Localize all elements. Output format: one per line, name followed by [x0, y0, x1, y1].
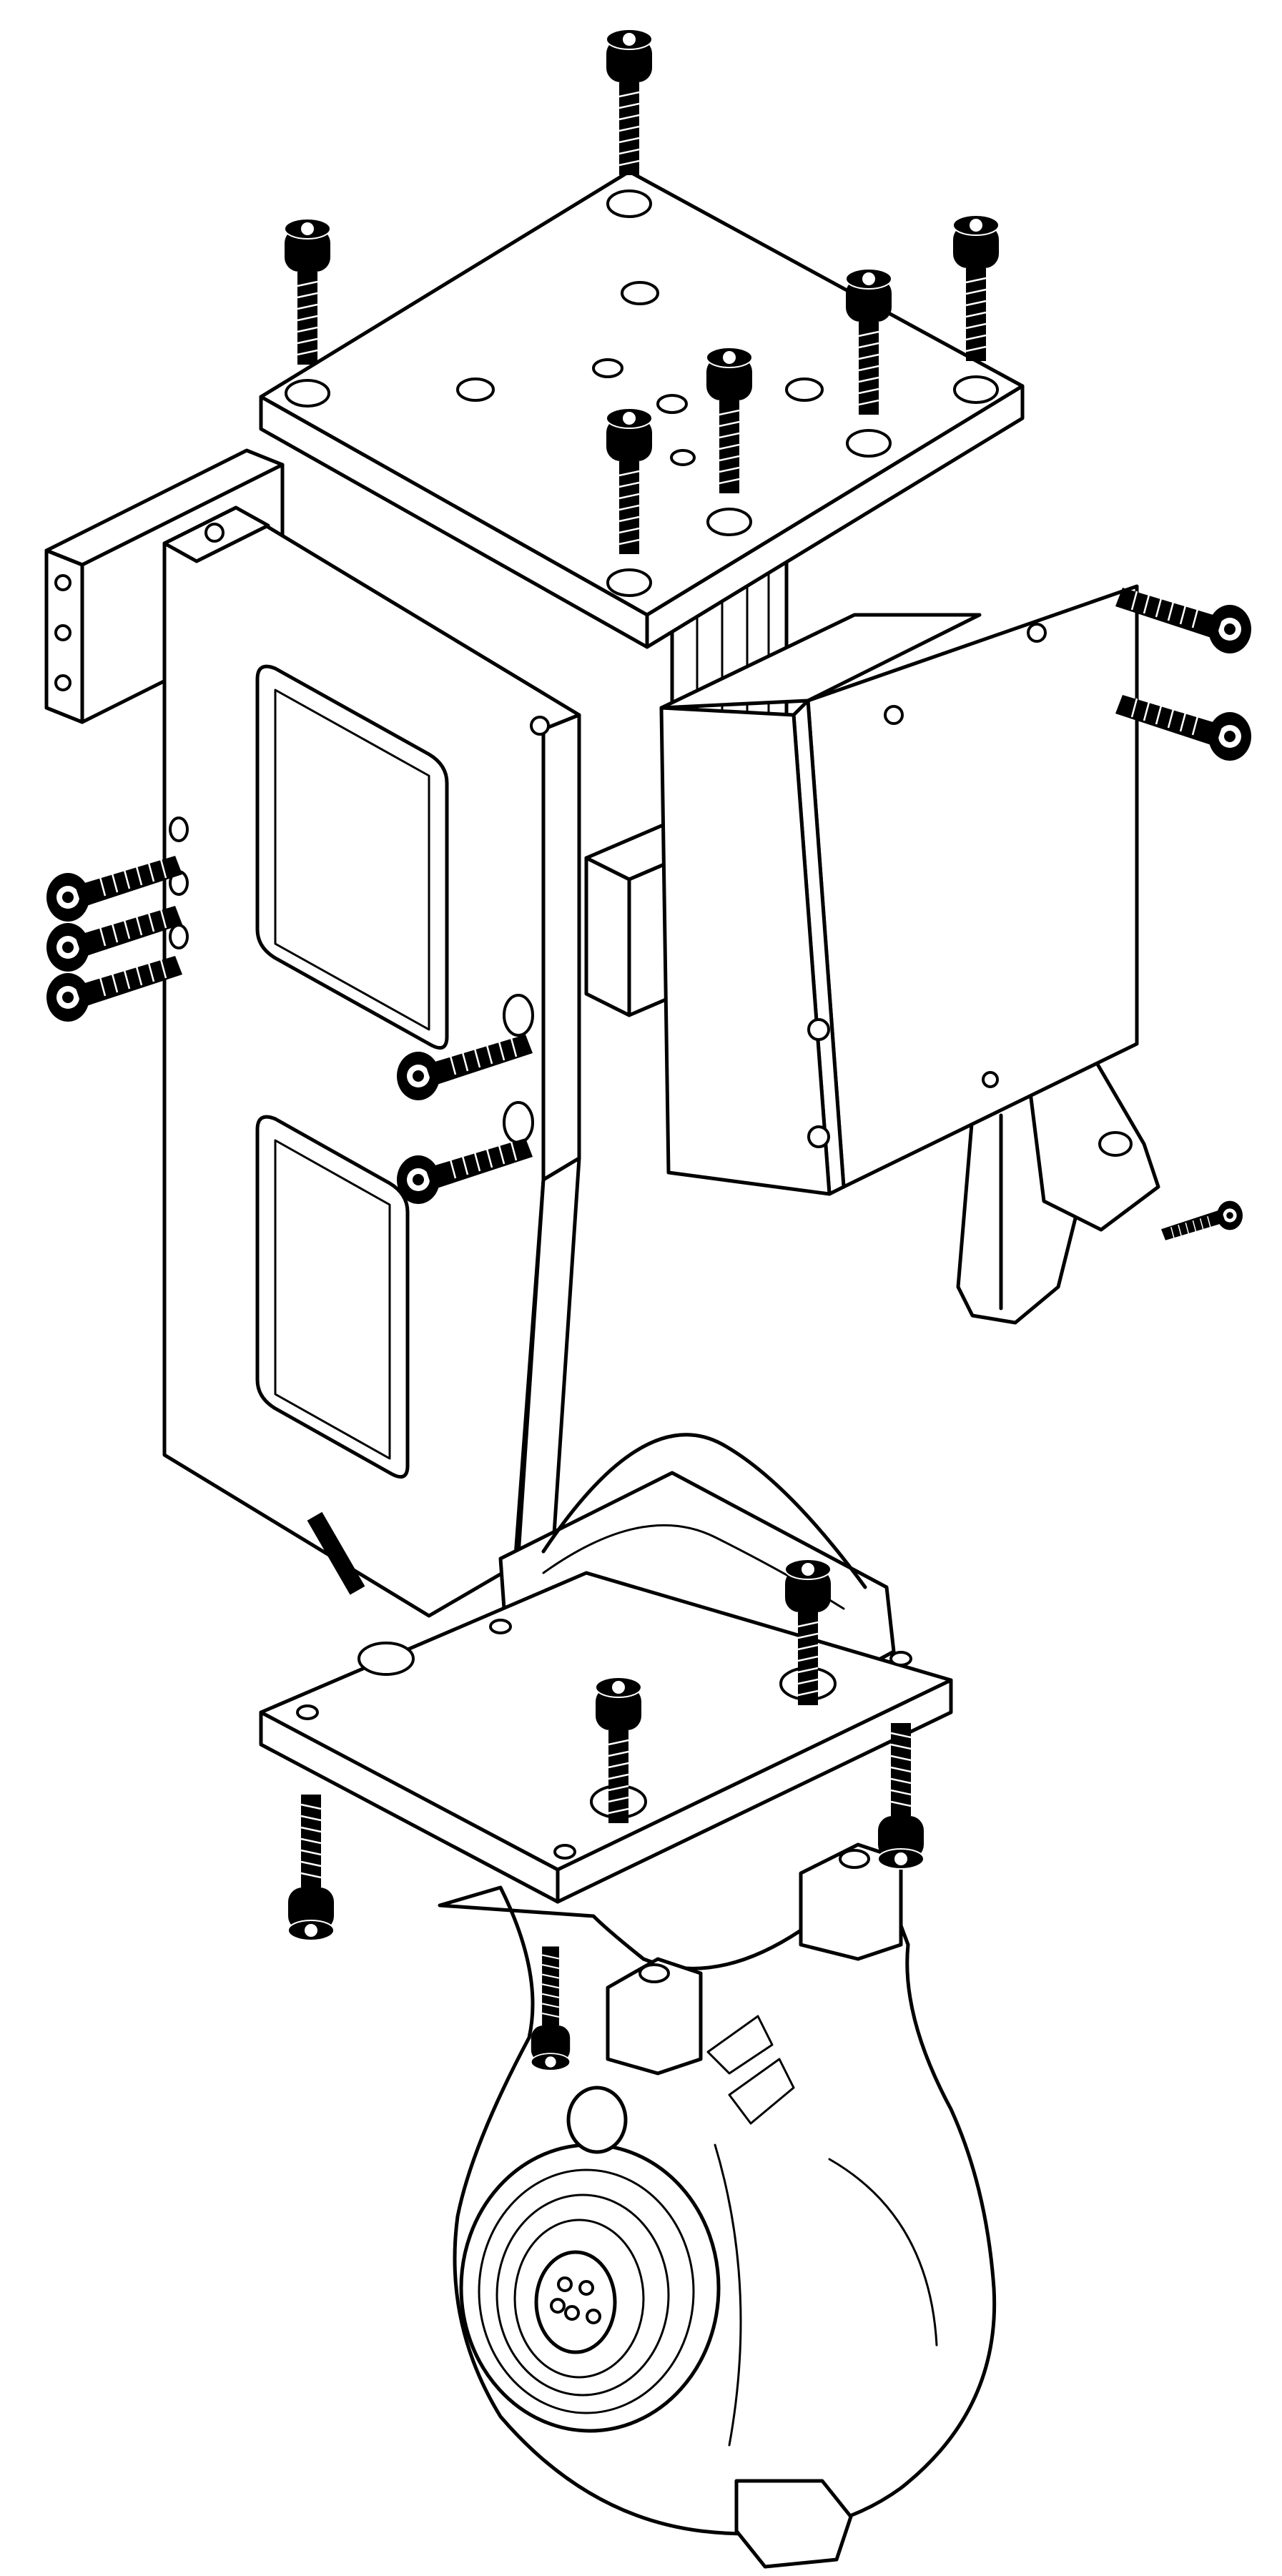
cam-lever-screw — [1160, 1200, 1243, 1241]
socket-head-cap-screw-icon — [1160, 1200, 1243, 1241]
mount-plate — [259, 1571, 953, 1904]
socket-head-cap-screw-icon — [605, 28, 654, 177]
left-side-frame — [162, 505, 581, 1618]
cam-lever-clamp — [956, 1056, 1160, 1325]
right-clamp-block — [659, 584, 1139, 1196]
socket-head-cap-screw-icon — [952, 214, 1000, 362]
servo-gearbox-housing — [438, 1842, 997, 2569]
socket-head-cap-screw-icon — [287, 1793, 335, 1942]
mount-plate-screws — [287, 1511, 925, 1942]
socket-head-cap-screw-icon — [283, 217, 332, 366]
bracket-tab-screws — [45, 854, 184, 1023]
top-plate — [259, 169, 1025, 649]
